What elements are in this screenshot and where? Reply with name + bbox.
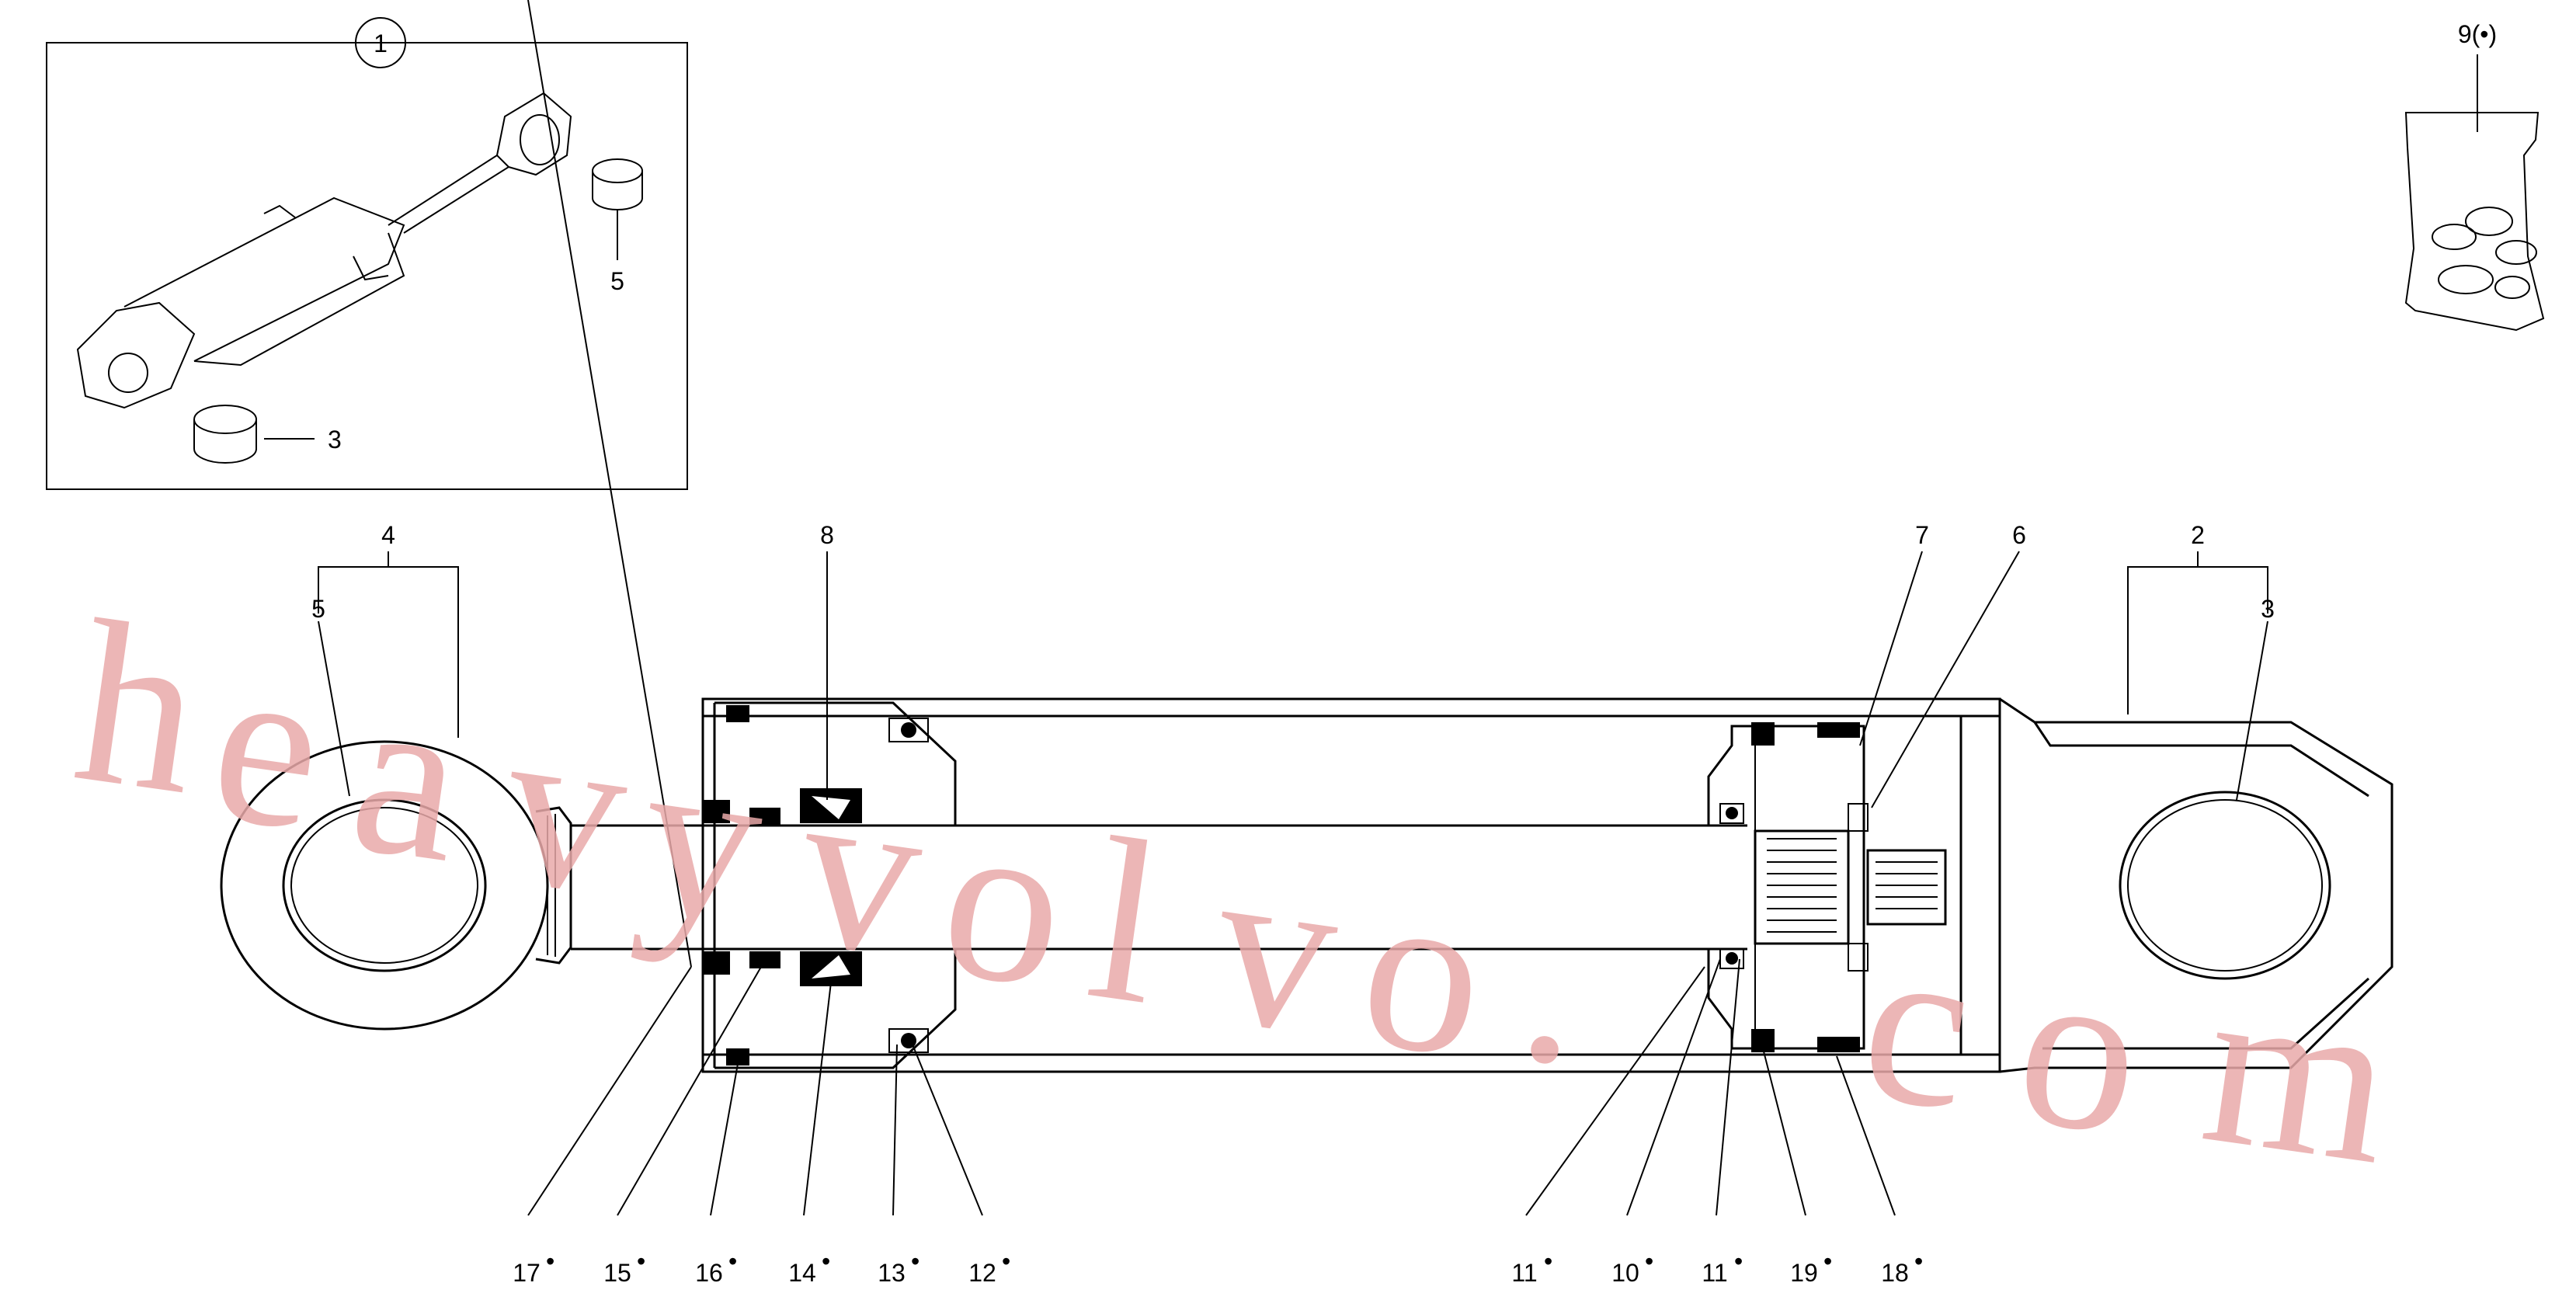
seal-kit-bag: 9(•) [2404, 20, 2545, 332]
watermark-char: v [1201, 812, 1352, 1084]
callout-15: 15 [603, 1259, 631, 1287]
callout-11a: 11 [1511, 1259, 1537, 1287]
kit-marker: • [1645, 1247, 1653, 1275]
inset-label-5: 5 [610, 267, 624, 295]
watermark-char: c [1849, 890, 1987, 1159]
watermark: h e a v y v o l v o . c o m [63, 572, 2406, 1213]
callout-19: 19 [1790, 1259, 1818, 1287]
cylinder-head [703, 701, 957, 1069]
callout-7: 7 [1915, 521, 1929, 549]
callout-11b: 11 [1702, 1259, 1727, 1287]
bushing-bottom [193, 405, 257, 464]
watermark-char: o [929, 766, 1080, 1038]
callout-17: 17 [513, 1259, 541, 1287]
watermark-char: a [339, 641, 477, 911]
watermark-char: e [199, 610, 337, 880]
callout-4: 4 [381, 521, 395, 549]
watermark-char: h [63, 572, 214, 843]
piston [1707, 722, 1865, 1052]
inset-number: 1 [374, 30, 388, 57]
callout-labels-top: 4 5 8 7 6 2 3 [311, 521, 2275, 623]
watermark-char: . [1507, 851, 1601, 1114]
callout-5: 5 [311, 595, 325, 623]
watermark-char: o [2004, 913, 2156, 1185]
kit-marker: • [1734, 1247, 1743, 1275]
callout-18: 18 [1881, 1259, 1909, 1287]
kit-marker: • [911, 1247, 920, 1275]
kit-label: 9(•) [2458, 20, 2497, 48]
kit-marker: • [822, 1247, 830, 1275]
kit-marker: • [637, 1247, 645, 1275]
callout-2: 2 [2191, 521, 2205, 549]
kit-marker: • [1823, 1247, 1832, 1275]
kit-marker: • [728, 1247, 737, 1275]
callout-16: 16 [695, 1259, 723, 1287]
callout-10: 10 [1611, 1259, 1639, 1287]
rod-eye [220, 740, 572, 1031]
watermark-char: m [2191, 933, 2406, 1213]
inset-label-3: 3 [328, 426, 342, 454]
watermark-char: v [785, 735, 937, 1006]
watermark-char: o [1348, 836, 1500, 1107]
kit-marker: • [1002, 1247, 1010, 1275]
cylinder-section [220, 697, 2393, 1073]
callout-leaders [318, 0, 2268, 1216]
tube-end-clevis [1999, 697, 2393, 1073]
inset-panel: 1 5 3 [46, 17, 688, 490]
callout-13: 13 [878, 1259, 906, 1287]
watermark-char: l [1076, 789, 1177, 1053]
kit-marker: • [1914, 1247, 1923, 1275]
kit-marker: • [1544, 1247, 1552, 1275]
cylinder-sketch [76, 92, 572, 409]
callout-labels-bottom: 17 15 16 14 13 12 11 10 11 19 18 [513, 1259, 1909, 1287]
watermark-char: v [490, 673, 641, 944]
callout-8: 8 [820, 521, 834, 549]
callout-6: 6 [2012, 521, 2026, 549]
piston-rod [571, 824, 1747, 951]
kit-marker: • [546, 1247, 554, 1275]
watermark-char: y [626, 704, 777, 975]
kit-markers: • • • • • • • • • • • [546, 1247, 1923, 1275]
piston-nut [1754, 803, 1947, 972]
bushing-top [592, 158, 643, 210]
callout-3: 3 [2261, 595, 2275, 623]
cylinder-tube [701, 697, 2001, 1073]
callout-14: 14 [788, 1259, 816, 1287]
callout-12: 12 [968, 1259, 996, 1287]
